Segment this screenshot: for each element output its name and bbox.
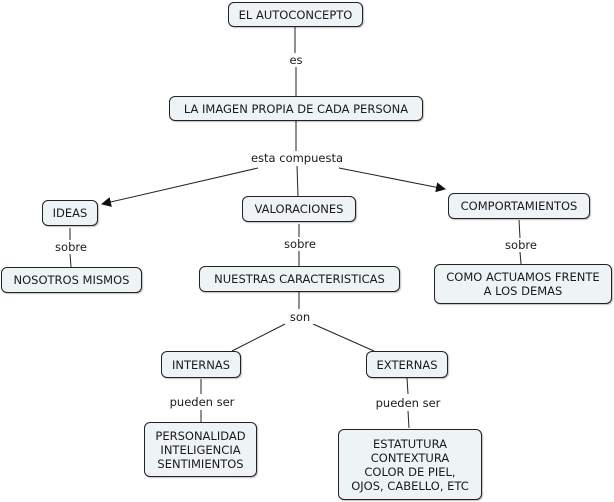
link-label-esta-compuesta: esta compuesta [245,151,349,165]
node-externas[interactable]: EXTERNAS [366,351,448,378]
arrow-to-comportamientos [338,167,446,193]
link-label-sobre-ideas: sobre [50,240,92,254]
line-comportamientos-sobre [518,219,521,239]
node-nosotros-mismos[interactable]: NOSOTROS MISMOS [1,267,142,293]
link-label-son: son [285,310,315,324]
node-como-actuamos[interactable]: COMO ACTUAMOS FRENTE A LOS DEMAS [434,264,612,304]
line-externas-pueden [406,377,409,395]
node-estatutura[interactable]: ESTATUTURA CONTEXTURA COLOR DE PIEL, OJO… [338,429,482,500]
line-son-internas [231,323,286,352]
node-nuestras-caracteristicas[interactable]: NUESTRAS CARACTERISTICAS [199,266,400,292]
line-sobre-como [519,251,522,265]
link-label-sobre-valoraciones: sobre [279,237,321,251]
node-el-autoconcepto[interactable]: EL AUTOCONCEPTO [228,2,363,27]
link-label-pueden-ser-externas: pueden ser [370,396,446,410]
link-label-sobre-comportamientos: sobre [500,238,542,252]
arrow-to-ideas [101,167,259,207]
line-sobre-nosotros [69,253,72,268]
node-imagen-propia[interactable]: LA IMAGEN PROPIA DE CADA PERSONA [169,96,423,121]
line-compuesta-valoraciones [296,165,299,197]
line-son-externas [312,323,375,352]
node-internas[interactable]: INTERNAS [161,351,241,378]
link-label-es: es [283,53,309,67]
line-pueden-estatutura [407,410,410,429]
node-comportamientos[interactable]: COMPORTAMIENTOS [448,193,590,219]
node-personalidad[interactable]: PERSONALIDAD INTELIGENCIA SENTIMIENTOS [144,422,257,477]
node-ideas[interactable]: IDEAS [42,200,98,226]
link-label-pueden-ser-internas: pueden ser [164,395,240,409]
node-valoraciones[interactable]: VALORACIONES [242,196,356,222]
